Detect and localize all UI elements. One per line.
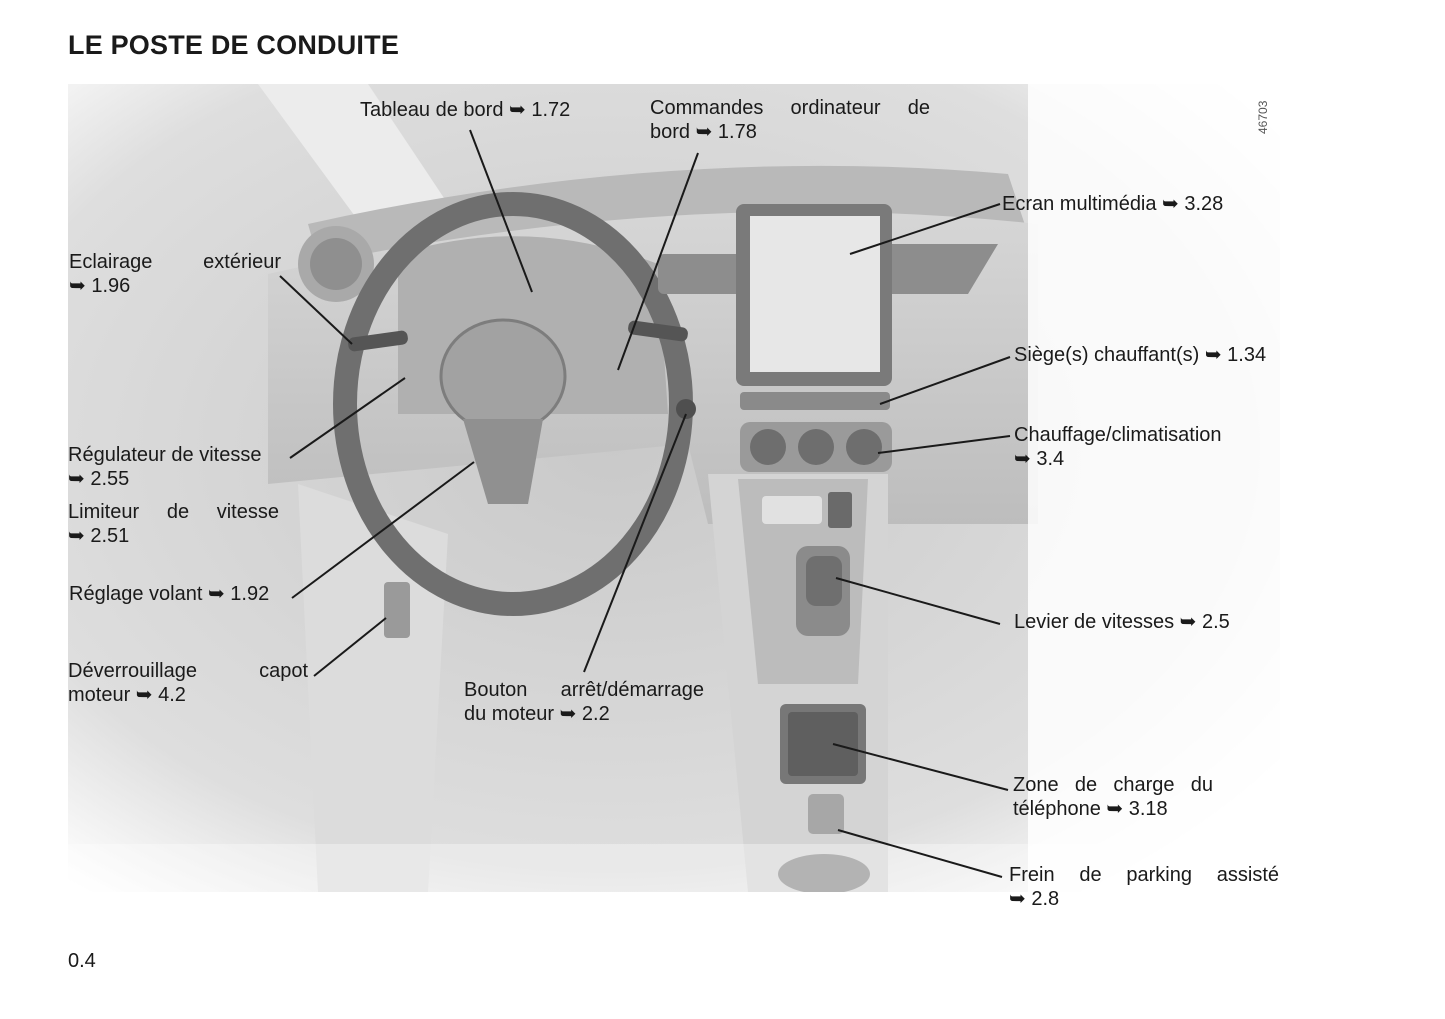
callout-sieges-chauffants: Siège(s) chauffant(s) ➥ 1.34 — [1014, 344, 1267, 366]
callout-zone-charge-telephone: Zone de charge du téléphone ➥ 3.18 — [1013, 774, 1213, 820]
page-title: LE POSTE DE CONDUITE — [68, 30, 400, 60]
callout-chauffage-climatisation: Chauffage/climatisation ➥ 3.4 — [1014, 424, 1222, 470]
figure-id: 46703 — [1256, 100, 1270, 134]
callout-tableau-de-bord: Tableau de bord ➥ 1.72 — [360, 99, 571, 121]
callout-levier-vitesses: Levier de vitesses ➥ 2.5 — [1014, 611, 1230, 633]
callout-frein-parking: Frein de parking assisté ➥ 2.8 — [1009, 864, 1279, 910]
callout-reglage-volant: Réglage volant ➥ 1.92 — [69, 583, 270, 605]
callout-regulateur-vitesse: Régulateur de vitesse ➥ 2.55 — [68, 444, 262, 490]
callout-deverrouillage-capot: Déverrouillage capot moteur ➥ 4.2 — [68, 660, 308, 706]
page-number: 0.4 — [68, 950, 96, 972]
callout-ecran-multimedia: Ecran multimédia ➥ 3.28 — [1002, 193, 1224, 215]
callout-commandes-ordinateur: Commandes ordinateur de bord ➥ 1.78 — [650, 97, 930, 143]
callout-limiteur-vitesse: Limiteur de vitesse ➥ 2.51 — [68, 501, 279, 547]
callout-bouton-arret-demarrage: Bouton arrêt/démarrage du moteur ➥ 2.2 — [464, 679, 704, 725]
callout-eclairage-exterieur: Eclairage extérieur ➥ 1.96 — [69, 251, 281, 297]
